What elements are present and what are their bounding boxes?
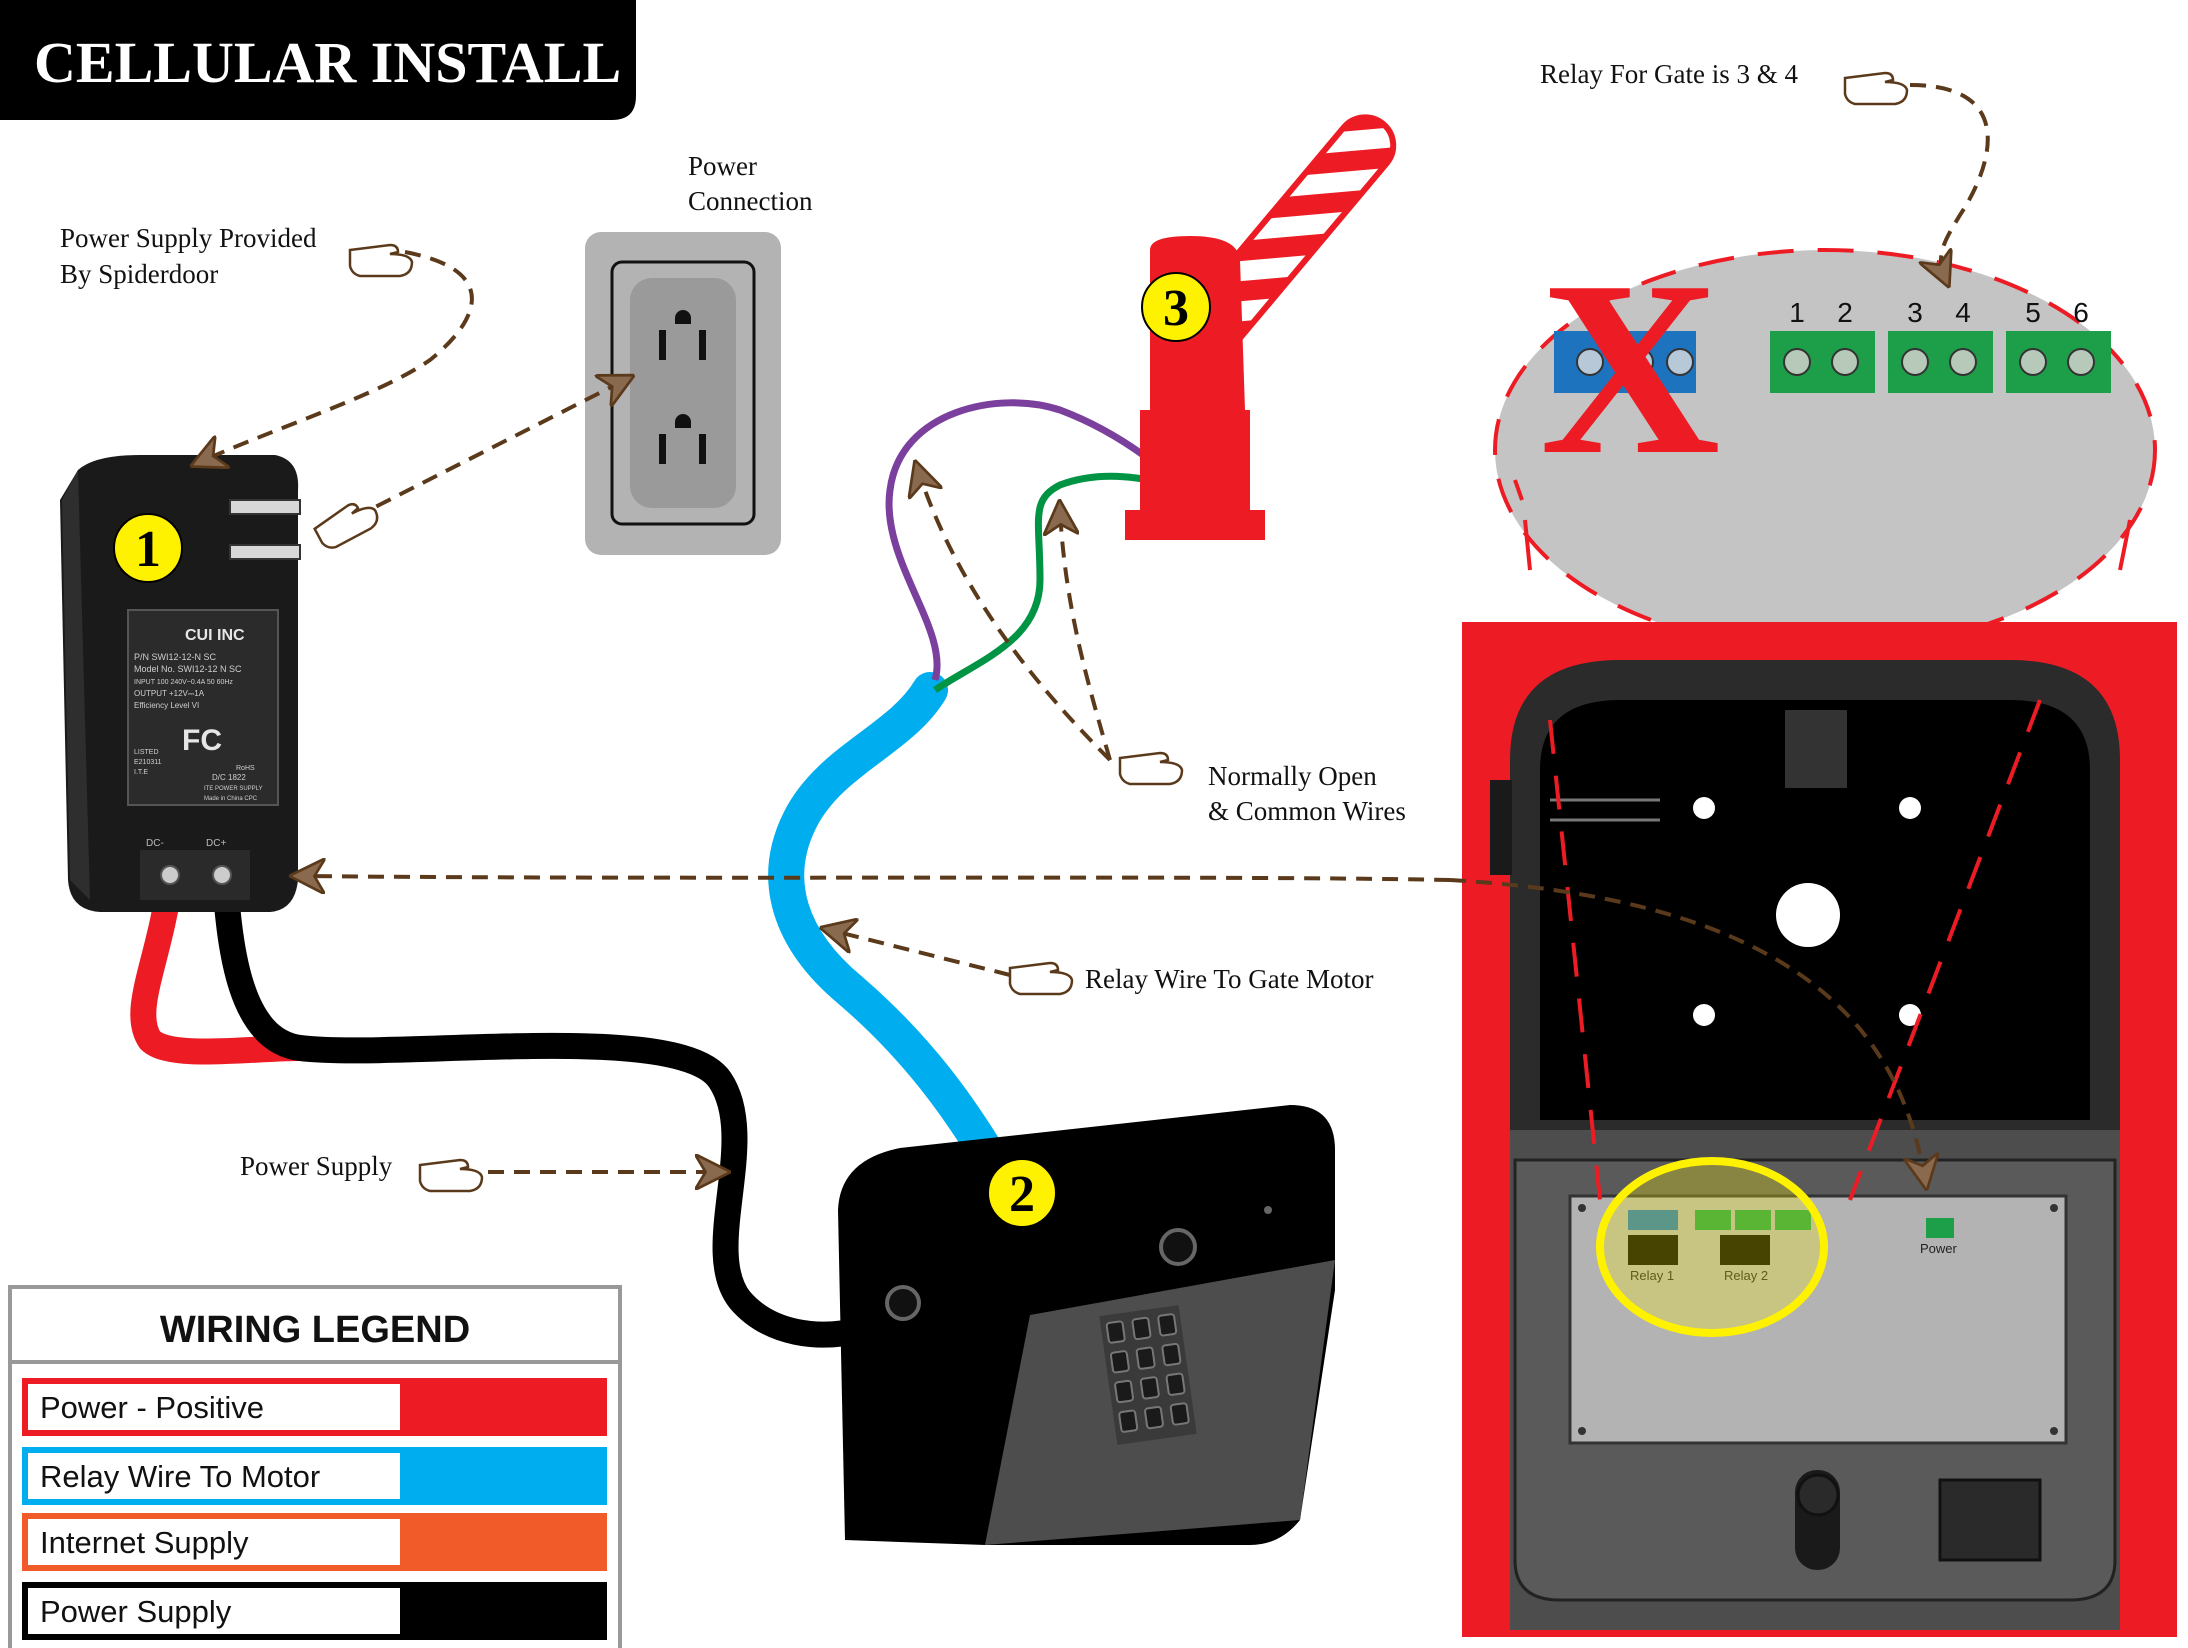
- adapter-model: Model No. SWI12-12 N SC: [134, 664, 242, 674]
- terminal-screw-left: [160, 865, 180, 885]
- marker-2-label: 2: [1009, 1166, 1035, 1223]
- adapter-output: OUTPUT +12V⎓1A: [134, 689, 205, 698]
- terminal-label-2: 2: [1837, 297, 1853, 328]
- board-relay1: Relay 1: [1630, 1268, 1674, 1283]
- label-normally-open-1: Normally Open: [1208, 761, 1377, 791]
- callout-arrows: [200, 83, 1990, 1180]
- keypad-enclosure: Relay 1 Relay 2 Power: [1462, 622, 2177, 1637]
- label-power-supply-provided-2: By Spiderdoor: [60, 259, 218, 289]
- terminal-label-3: 3: [1907, 297, 1923, 328]
- board-power: Power: [1920, 1241, 1958, 1256]
- arrow-purple-wire: [918, 470, 1112, 762]
- arrow-power-supply-provided: [200, 250, 474, 462]
- label-power-supply: Power Supply: [240, 1151, 393, 1181]
- text-labels: Power Supply Provided By Spiderdoor Powe…: [60, 59, 1798, 1181]
- wire-relay: [768, 672, 1003, 1168]
- wire-purple: [885, 399, 1153, 682]
- adapter-listed: LISTED: [134, 749, 159, 756]
- label-relay-for-gate: Relay For Gate is 3 & 4: [1540, 59, 1798, 89]
- label-power-supply-provided-1: Power Supply Provided: [60, 223, 317, 253]
- adapter-efficiency: Efficiency Level VI: [134, 701, 199, 710]
- adapter-fc: FC: [182, 724, 222, 757]
- marker-3: [1141, 272, 1211, 342]
- adapter-ite: I.T.E: [134, 769, 148, 776]
- adapter-brand: CUI INC: [185, 627, 245, 644]
- adapter-dc: D/C 1822: [212, 773, 246, 782]
- label-relay-wire-to-gate-motor: Relay Wire To Gate Motor: [1085, 964, 1373, 994]
- power-adapter: CUI INC P/N SWI12-12-N SC Model No. SWI1…: [60, 455, 301, 912]
- marker-1-label: 1: [135, 521, 161, 578]
- adapter-rohs: RoHS: [236, 765, 255, 772]
- title-banner: CELLULAR INSTALL: [0, 0, 636, 120]
- power-outlet: [585, 232, 781, 555]
- legend-label-relay: Relay Wire To Motor: [40, 1459, 320, 1494]
- arrow-green-wire: [1060, 510, 1112, 761]
- marker-3-label: 3: [1163, 280, 1189, 337]
- keypad-lock: [1159, 1228, 1197, 1266]
- wire-green: [933, 472, 1161, 693]
- label-power-connection-1: Power: [688, 151, 757, 181]
- board-relay2: Relay 2: [1724, 1268, 1768, 1283]
- wires: [130, 399, 1161, 1348]
- number-markers: 1 2 3: [113, 272, 1211, 1228]
- adapter-dc-left: DC-: [146, 838, 164, 849]
- marker-1: [113, 513, 183, 583]
- adapter-e-number: E210311: [134, 759, 162, 766]
- adapter-dc-right: DC+: [206, 838, 226, 849]
- adapter-input: INPUT 100 240V~0.4A 50 60Hz: [134, 679, 233, 686]
- wiring-legend: WIRING LEGEND Power - Positive Relay Wir…: [8, 1285, 622, 1648]
- legend-label-power: Power Supply: [40, 1594, 232, 1629]
- page-title: CELLULAR INSTALL: [34, 30, 621, 95]
- terminal-label-4: 4: [1955, 297, 1971, 328]
- arrow-to-board-power: [1449, 878, 1925, 1180]
- pointing-hand-icon: [313, 71, 1909, 1193]
- label-power-connection-2: Connection: [688, 186, 813, 216]
- terminal-label-6: 6: [2073, 297, 2089, 328]
- legend-title: WIRING LEGEND: [160, 1309, 470, 1351]
- adapter-ite-power: ITE POWER SUPPLY: [204, 786, 263, 792]
- wire-positive: [130, 867, 313, 1065]
- relay-terminals-zoom: X 1 2 3 4 5 6: [1493, 230, 2157, 652]
- relay-highlight-circle: [1596, 1157, 1828, 1337]
- legend-label-internet: Internet Supply: [40, 1525, 249, 1560]
- marker-2: [987, 1158, 1057, 1228]
- adapter-made-in: Made in China CPC: [204, 796, 258, 802]
- wire-power: [212, 867, 873, 1348]
- terminal-screw-right: [212, 865, 232, 885]
- arrow-relay-wire: [830, 930, 1011, 977]
- legend-label-positive: Power - Positive: [40, 1390, 264, 1425]
- cellular-keypad: [838, 1105, 1335, 1545]
- arrow-relay-gate: [1909, 83, 1990, 278]
- arrow-power-connection: [329, 380, 625, 532]
- keypad-lock-side: [885, 1285, 921, 1321]
- label-normally-open-2: & Common Wires: [1208, 796, 1406, 826]
- adapter-pn: P/N SWI12-12-N SC: [134, 652, 217, 662]
- terminal-label-5: 5: [2025, 297, 2041, 328]
- terminal-label-1: 1: [1789, 297, 1805, 328]
- arrow-enclosure-to-adapter: [300, 876, 1451, 880]
- x-mark: X: [1540, 230, 1721, 507]
